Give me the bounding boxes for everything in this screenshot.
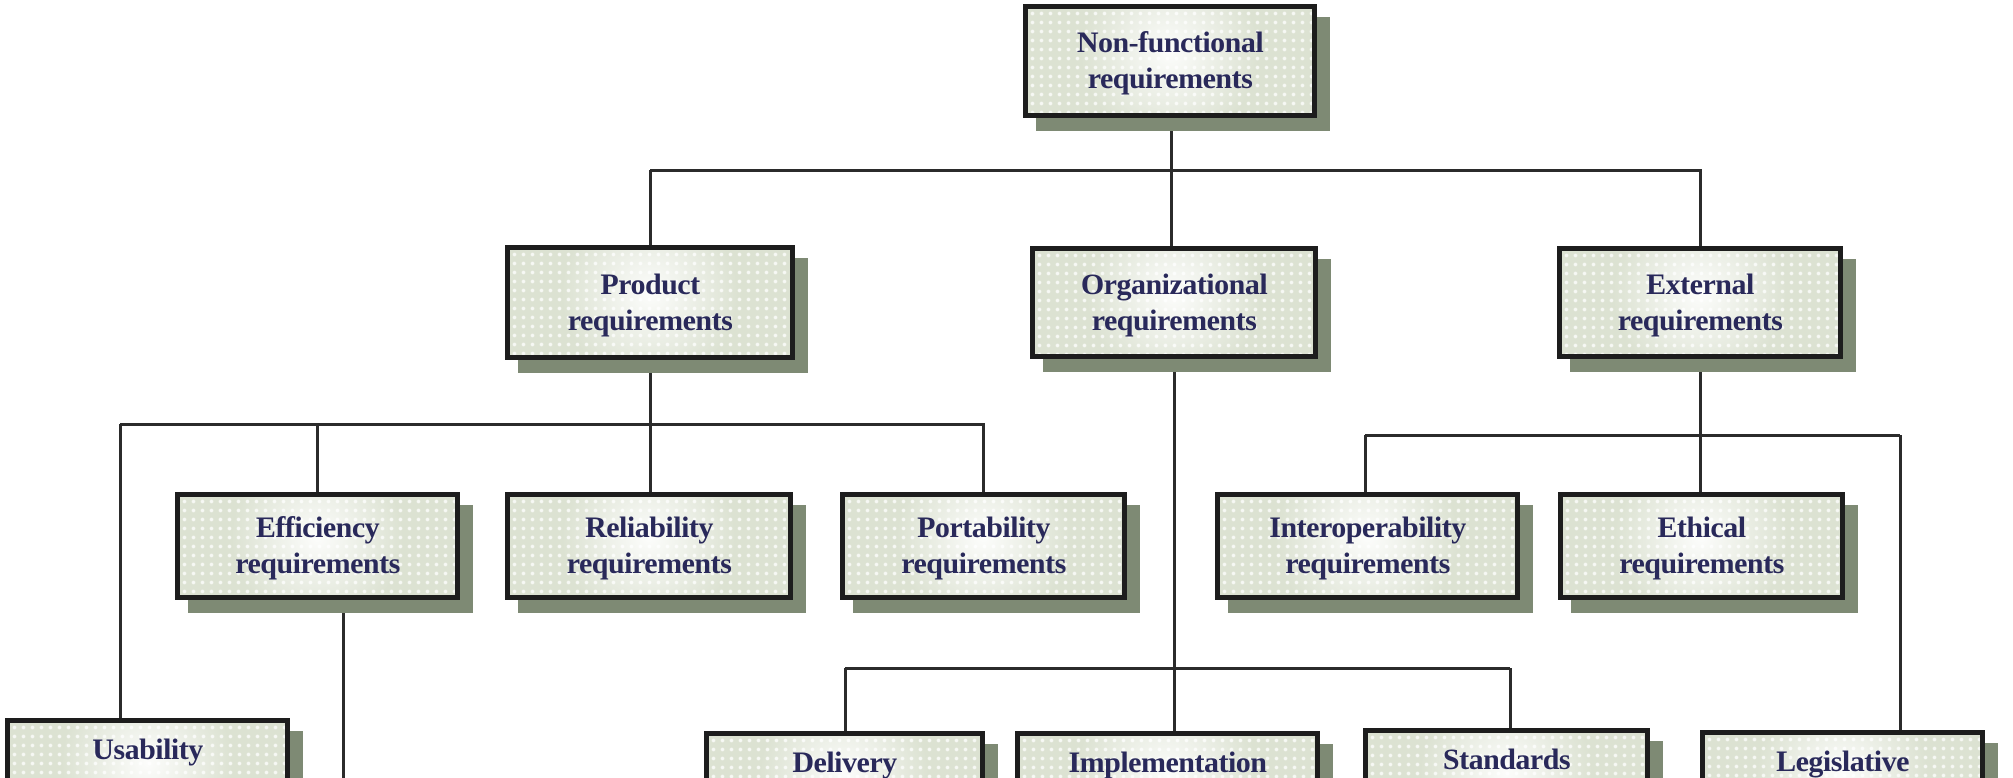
connector-line xyxy=(648,170,652,247)
connector-line xyxy=(120,422,985,426)
node-label: Portability requirements xyxy=(901,511,1066,580)
node-standards: Standards xyxy=(1363,728,1650,778)
connector-line xyxy=(648,358,652,494)
connector-line xyxy=(1363,435,1367,494)
connector-line xyxy=(118,424,122,720)
node-label: Usability xyxy=(92,733,203,766)
node-label: Ethical requirements xyxy=(1619,511,1784,580)
connector-line xyxy=(1365,433,1900,437)
node-product-requirements: Product requirements xyxy=(505,245,795,360)
connector-line xyxy=(1169,116,1173,247)
node-usability: Usability xyxy=(5,718,290,778)
node-label: Implementation xyxy=(1068,746,1268,778)
node-reliability-requirements: Reliability requirements xyxy=(505,492,793,600)
connector-line xyxy=(650,168,1702,172)
connector-line xyxy=(1172,357,1176,733)
connector-line xyxy=(1508,668,1512,730)
node-portability-requirements: Portability requirements xyxy=(840,492,1127,600)
node-delivery: Delivery xyxy=(704,731,985,778)
node-label: Standards xyxy=(1442,743,1571,776)
node-label: Delivery xyxy=(792,746,897,778)
connector-line xyxy=(315,424,319,494)
node-label: Efficiency requirements xyxy=(235,511,400,580)
node-organizational-requirements: Organizational requirements xyxy=(1030,246,1318,359)
connector-line xyxy=(981,424,985,494)
node-efficiency-requirements: Efficiency requirements xyxy=(175,492,460,600)
node-implementation: Implementation xyxy=(1015,731,1320,778)
connector-line xyxy=(1698,357,1702,494)
node-label: Product requirements xyxy=(567,267,733,337)
node-label: Interoperability requirements xyxy=(1269,511,1466,580)
node-label: Organizational requirements xyxy=(1080,267,1268,337)
node-label: Reliability requirements xyxy=(566,511,732,580)
node-label: Non-functional requirements xyxy=(1076,26,1264,95)
connector-line xyxy=(1698,170,1702,248)
node-non-functional-requirements: Non-functional requirements xyxy=(1023,4,1317,118)
node-label: Legislative xyxy=(1776,745,1909,778)
connector-line xyxy=(1898,435,1902,732)
connector-line xyxy=(843,668,847,733)
node-label: External requirements xyxy=(1617,267,1783,337)
node-interoperability-requirements: Interoperability requirements xyxy=(1215,492,1520,600)
node-ethical-requirements: Ethical requirements xyxy=(1558,492,1845,600)
connector-line xyxy=(341,598,345,778)
connector-line xyxy=(845,666,1510,670)
node-legislative: Legislative xyxy=(1700,730,1985,778)
node-external-requirements: External requirements xyxy=(1557,246,1843,359)
